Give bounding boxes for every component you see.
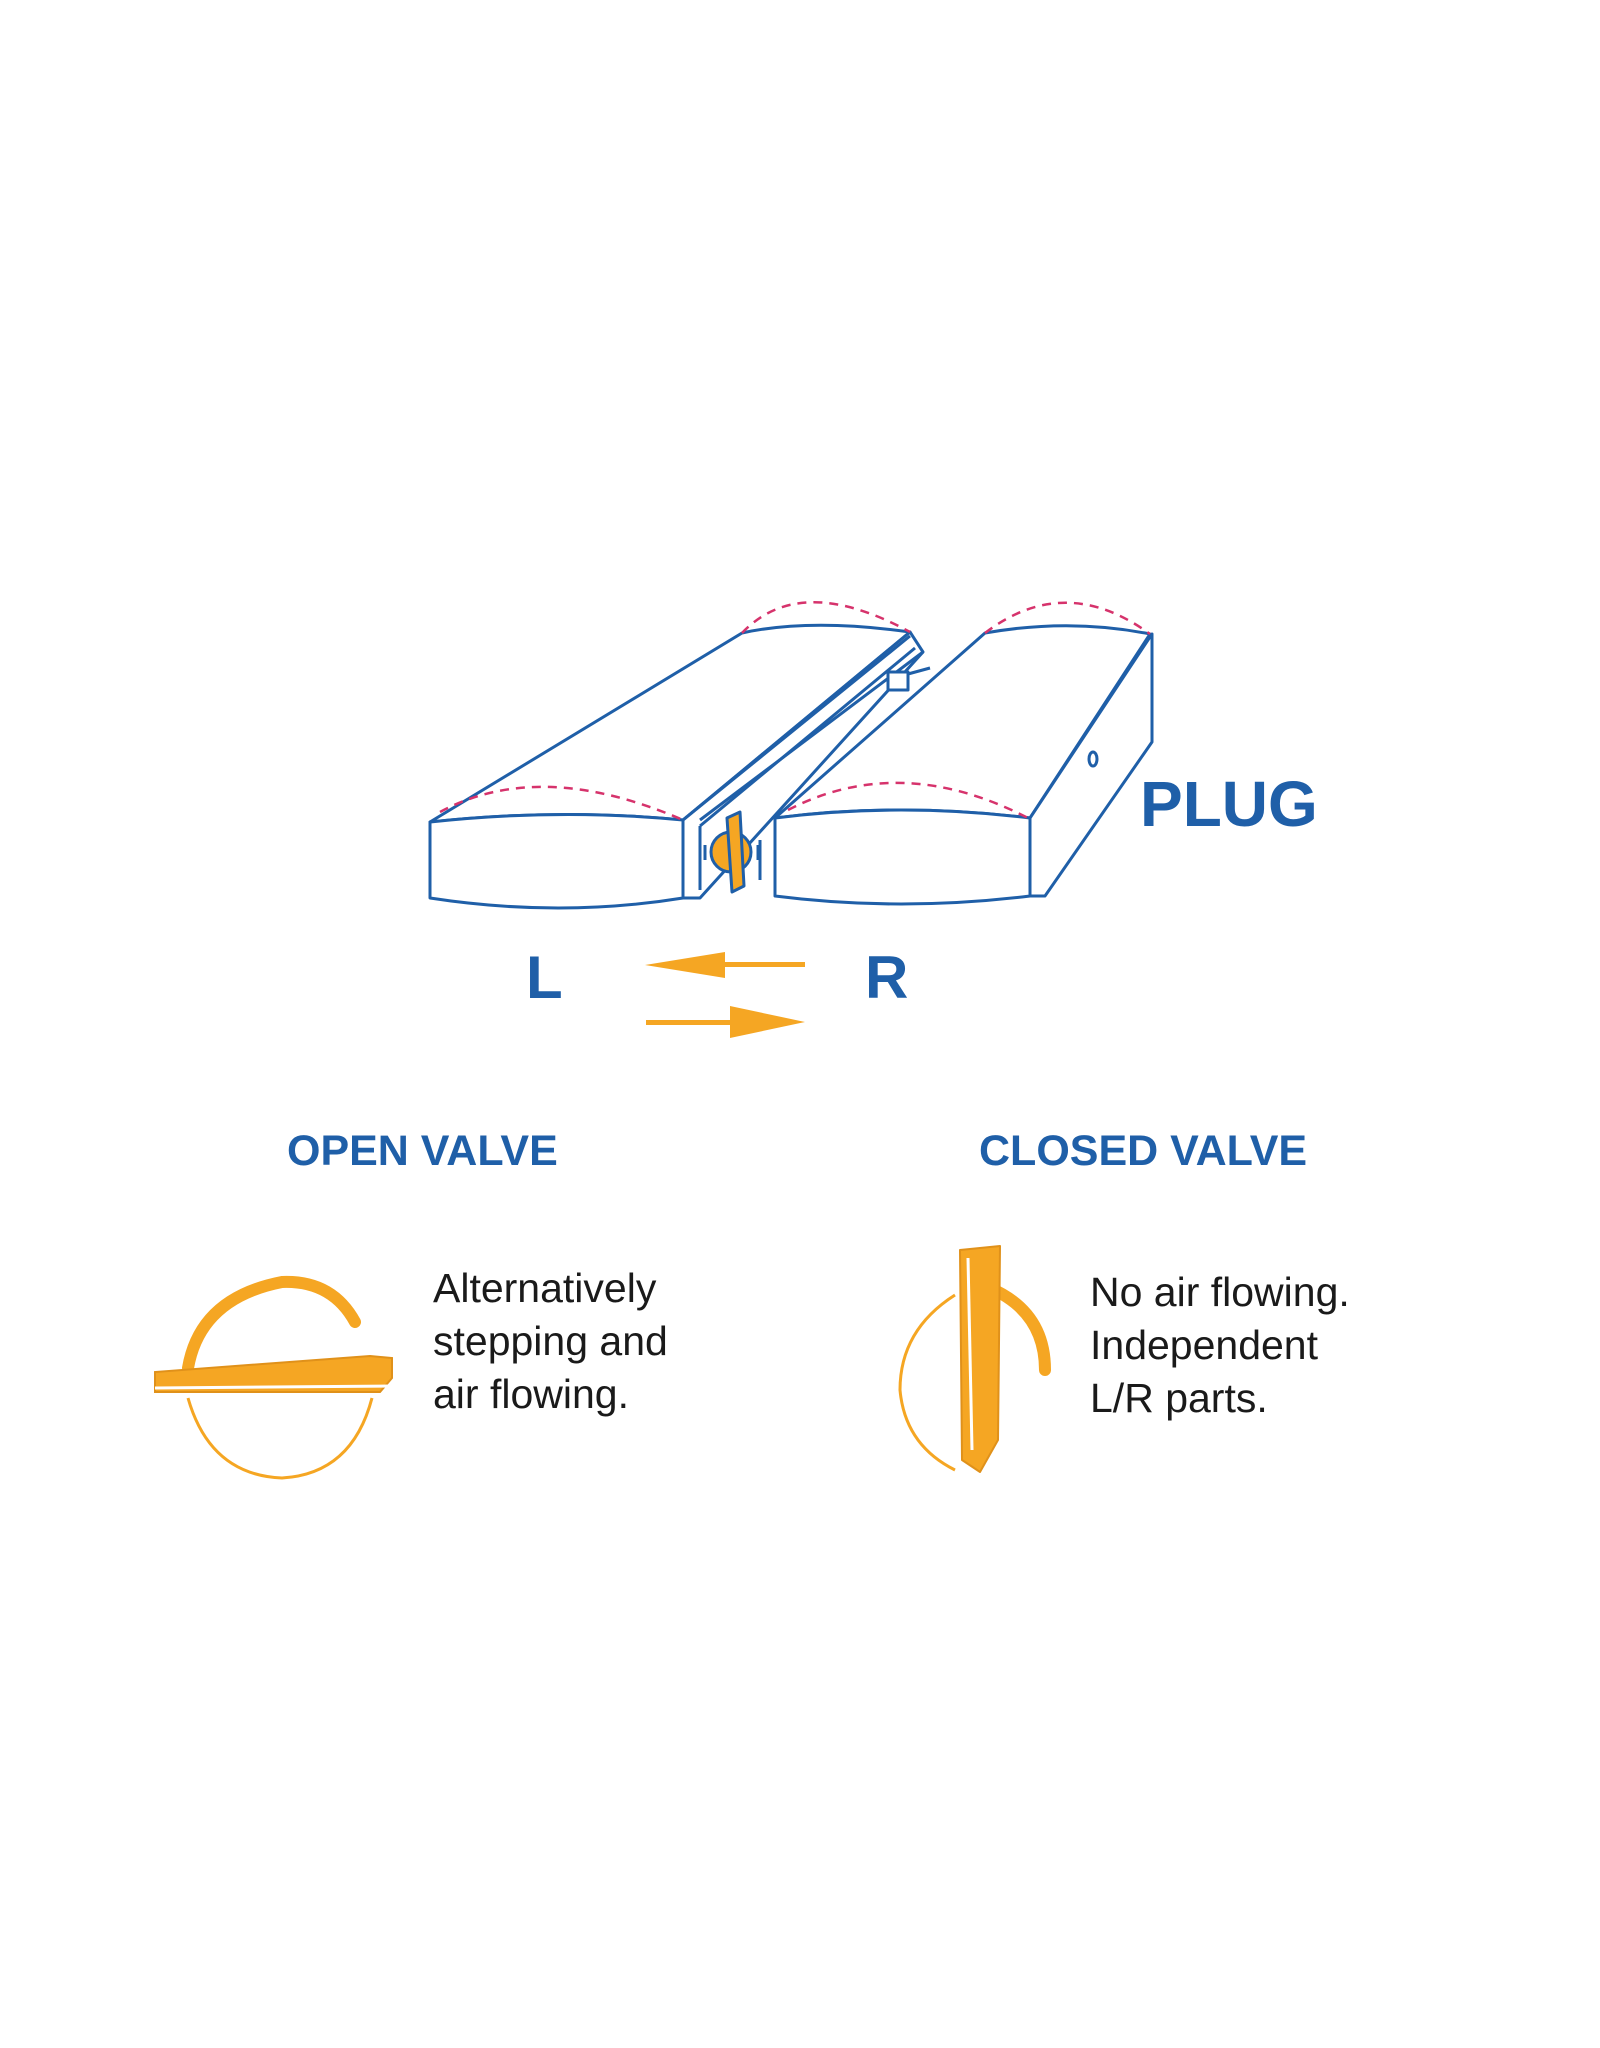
closed-valve-description: No air flowing. Independent L/R parts. bbox=[1090, 1266, 1350, 1425]
open-valve-title: OPEN VALVE bbox=[287, 1127, 558, 1175]
closed-valve-line-3: L/R parts. bbox=[1090, 1375, 1268, 1421]
arrow-right-icon bbox=[730, 1006, 805, 1038]
open-valve-line-2: stepping and bbox=[433, 1318, 668, 1364]
air-flow-arrows bbox=[645, 952, 805, 1038]
plug-hole bbox=[1087, 750, 1099, 768]
diagram-valve-icon bbox=[703, 810, 760, 894]
inflation-arcs bbox=[439, 601, 1151, 822]
closed-valve-title: CLOSED VALVE bbox=[979, 1127, 1308, 1175]
closed-valve-icon bbox=[898, 1245, 1051, 1473]
closed-valve-line-1: No air flowing. bbox=[1090, 1269, 1350, 1315]
open-valve-line-3: air flowing. bbox=[433, 1371, 629, 1417]
closed-valve-line-2: Independent bbox=[1090, 1322, 1319, 1368]
open-valve-description: Alternatively stepping and air flowing. bbox=[433, 1262, 668, 1421]
right-label: R bbox=[865, 944, 909, 1011]
arrow-left-icon bbox=[645, 952, 725, 978]
right-pad bbox=[773, 624, 1154, 906]
open-valve-icon bbox=[154, 1275, 393, 1480]
open-valve-line-1: Alternatively bbox=[433, 1265, 657, 1311]
left-label: L bbox=[526, 944, 563, 1011]
connector-bar bbox=[682, 634, 931, 890]
plug-label: PLUG bbox=[1140, 768, 1318, 840]
left-pad bbox=[428, 623, 925, 910]
